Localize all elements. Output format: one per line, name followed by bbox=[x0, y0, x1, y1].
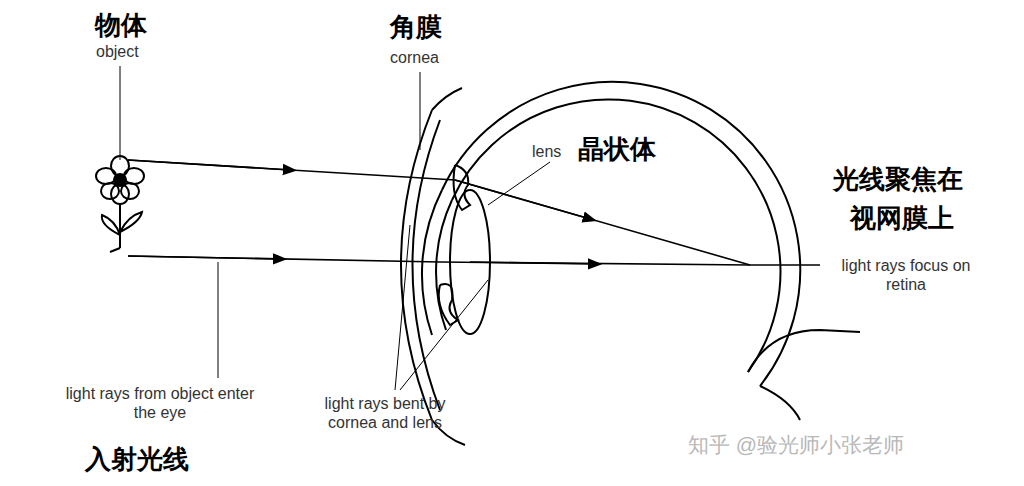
part-name: 晶状体 bbox=[578, 134, 656, 165]
note-text: 视网膜上 bbox=[850, 203, 954, 234]
note-text: light rays focus on retina bbox=[826, 256, 986, 294]
watermark: 知乎 @验光师小张老师 bbox=[688, 432, 904, 457]
part-name: lens bbox=[532, 142, 561, 161]
part-name: 角膜 bbox=[390, 12, 442, 43]
note-text: light rays from object enter the eye bbox=[60, 384, 260, 422]
note-text: 光线聚焦在 bbox=[833, 164, 963, 195]
part-name: 物体 bbox=[95, 10, 147, 41]
part-name: 入射光线 bbox=[85, 444, 189, 475]
part-name: cornea bbox=[390, 48, 439, 67]
note-text: light rays bent by cornea and lens bbox=[300, 394, 470, 432]
part-name: object bbox=[96, 42, 139, 61]
